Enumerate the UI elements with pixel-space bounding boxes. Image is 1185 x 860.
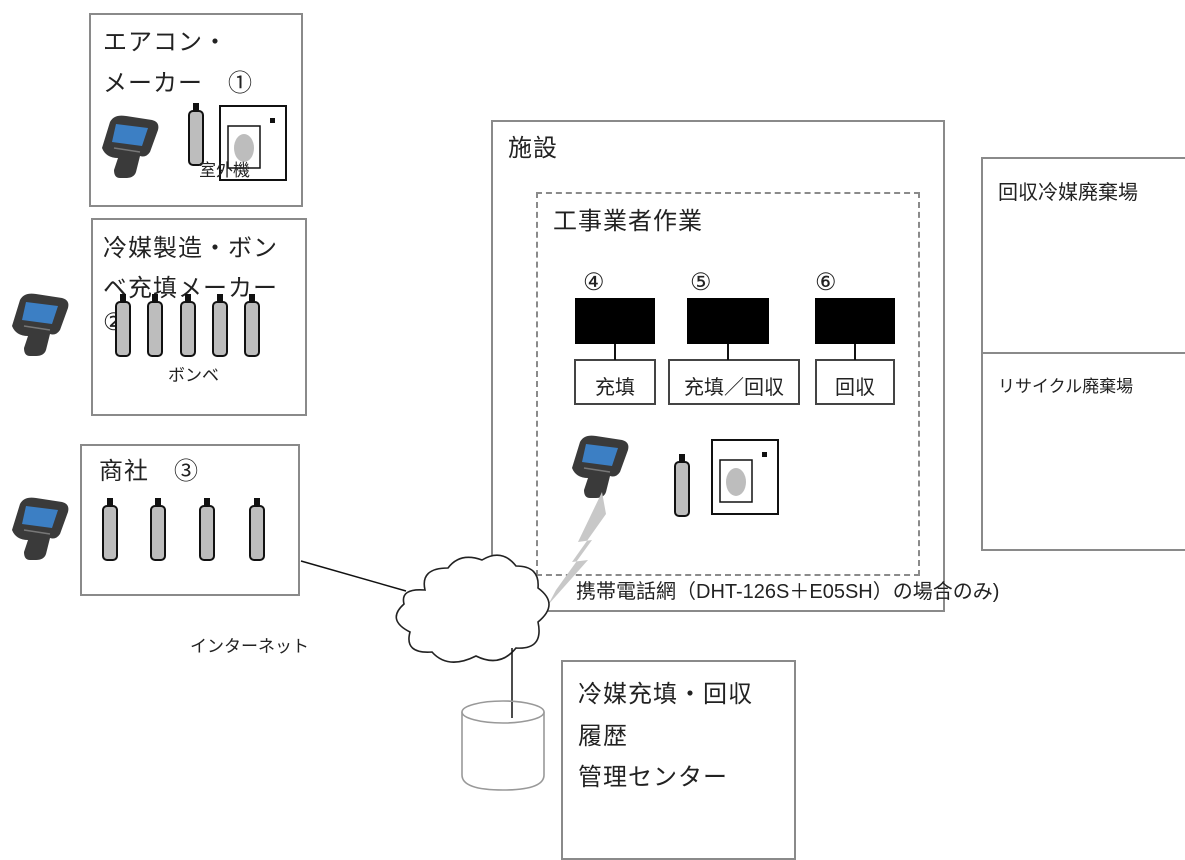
database-icon: [461, 700, 545, 791]
aircon-maker-label-1: エアコン・: [103, 28, 228, 56]
recovery-disposal-label: 回収冷媒廃棄場: [998, 180, 1138, 204]
recycle-disposal-label: リサイクル廃棄場: [998, 377, 1134, 397]
step-5-device: [687, 298, 769, 344]
step-4-device: [575, 298, 655, 344]
management-center-label-1: 冷媒充填・回収: [578, 680, 753, 708]
gas-cylinder-icon: [244, 293, 260, 357]
recycle-disposal-box: [981, 352, 1185, 551]
gas-cylinder-icon: [212, 293, 228, 357]
step-6-number: ⑥: [815, 268, 838, 296]
mobile-network-note: 携帯電話網（DHT-126S＋E05SH）の場合のみ): [576, 581, 1000, 603]
step-6-label: 回収: [835, 375, 875, 399]
step-6-device: [815, 298, 895, 344]
step-4-number: ④: [583, 268, 606, 296]
internet-label: インターネット: [190, 637, 309, 657]
recovery-disposal-box: [981, 157, 1185, 355]
trading-internet-link: [300, 560, 407, 592]
outdoor-unit-label: 室外機: [199, 161, 250, 181]
gas-cylinder-icon: [180, 293, 196, 357]
handheld-scanner-icon: [101, 114, 160, 179]
management-center-box: [561, 660, 796, 860]
gas-cylinder-icon: [199, 497, 215, 561]
internet-cloud-icon: [395, 554, 550, 663]
cylinder-label: ボンベ: [168, 366, 219, 386]
gas-cylinder-icon: [102, 497, 118, 561]
gas-cylinder-icon: [249, 497, 265, 561]
contractor-work-box: [536, 192, 920, 576]
handheld-scanner-icon: [11, 292, 70, 357]
gas-cylinder-icon: [115, 293, 131, 357]
refrigerant-maker-label-1: 冷媒製造・ボン: [103, 234, 278, 262]
step-5-label-box: [668, 359, 800, 405]
management-center-label-2: 履歴: [578, 722, 628, 750]
refrigerant-maker-box: [91, 218, 307, 416]
mobile-network-bolt: [548, 492, 606, 605]
outdoor-unit-icon: [711, 439, 779, 515]
handheld-scanner-icon: [571, 434, 630, 499]
step-5-label: 充填／回収: [684, 375, 784, 399]
step-4-label: 充填: [595, 375, 635, 399]
gas-cylinder-icon: [150, 497, 166, 561]
gas-cylinder-icon: [674, 453, 690, 517]
management-center-label-3: 管理センター: [578, 763, 728, 791]
facility-label: 施設: [508, 134, 558, 162]
trading-company-label: 商社 ③: [99, 457, 199, 485]
contractor-work-label: 工事業者作業: [553, 207, 703, 235]
step-5-number: ⑤: [690, 268, 713, 296]
gas-cylinder-icon: [147, 293, 163, 357]
handheld-scanner-icon: [11, 496, 70, 561]
aircon-maker-label-2: メーカー ①: [103, 69, 253, 97]
